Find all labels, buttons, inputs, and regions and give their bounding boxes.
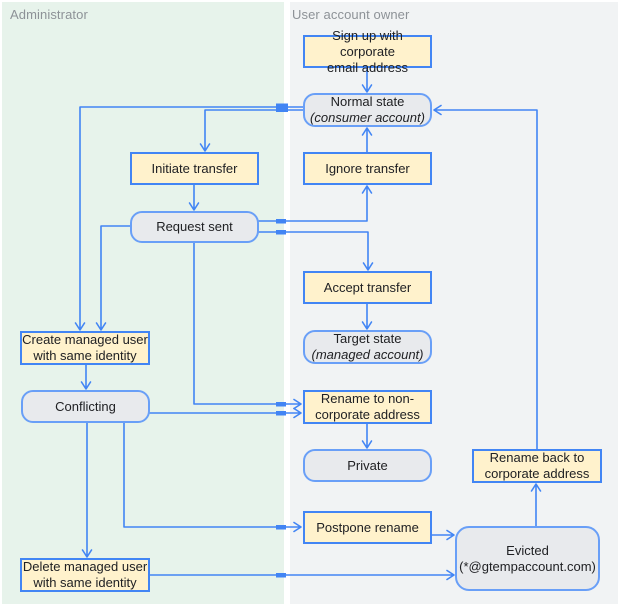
edge-request-to-create (95, 225, 131, 331)
edge-conflicting-to-postpone (123, 422, 302, 533)
edge-initiate-to-request (188, 184, 200, 211)
node-initiate-transfer: Initiate transfer (130, 152, 259, 185)
lane-label-user-account-owner: User account owner (292, 7, 410, 22)
node-delete-managed-user: Delete managed user with same identity (20, 558, 150, 592)
node-evicted: Evicted (*@gtempaccount.com) (455, 526, 600, 591)
edge-normal-to-create (74, 106, 304, 331)
node-rename-back-to-corporate: Rename back to corporate address (472, 449, 602, 483)
edge-create-to-conflicting (80, 364, 92, 390)
edge-ignore-to-normal (361, 127, 373, 153)
edge-rename-non-to-private (361, 423, 373, 449)
node-ignore-transfer: Ignore transfer (303, 152, 432, 185)
node-conflicting: Conflicting (21, 390, 150, 423)
edge-request-to-ignore (258, 185, 373, 222)
edge-conflicting-to-delete (81, 422, 93, 558)
edge-signup-to-normal (361, 67, 373, 93)
edge-rename-back-to-normal (433, 104, 538, 450)
edge-accept-to-target (361, 303, 373, 330)
edge-delete-to-evicted (149, 569, 455, 581)
lane-administrator (2, 2, 284, 604)
lane-label-administrator: Administrator (10, 7, 88, 22)
edge-postpone-to-evicted (431, 529, 455, 541)
edge-normal-to-initiate (199, 109, 304, 152)
edge-conflicting-to-rename-non (149, 407, 302, 419)
lane-boundary-jump-markers (276, 103, 288, 578)
edge-request-to-accept (258, 231, 374, 271)
node-sign-up-with-corporate-email: Sign up with corporate email address (303, 28, 432, 75)
node-postpone-rename: Postpone rename (303, 511, 432, 544)
node-accept-transfer: Accept transfer (303, 271, 432, 304)
node-target-state: Target state (managed account) (303, 330, 432, 364)
edge-request-to-rename-non (193, 242, 302, 410)
node-normal-state: Normal state (consumer account) (303, 93, 432, 127)
node-rename-to-non-corporate: Rename to non- corporate address (303, 390, 432, 424)
edge-evicted-to-rename-back (530, 483, 542, 527)
node-create-managed-user: Create managed user with same identity (20, 331, 150, 365)
node-private: Private (303, 449, 432, 482)
node-request-sent: Request sent (130, 211, 259, 243)
